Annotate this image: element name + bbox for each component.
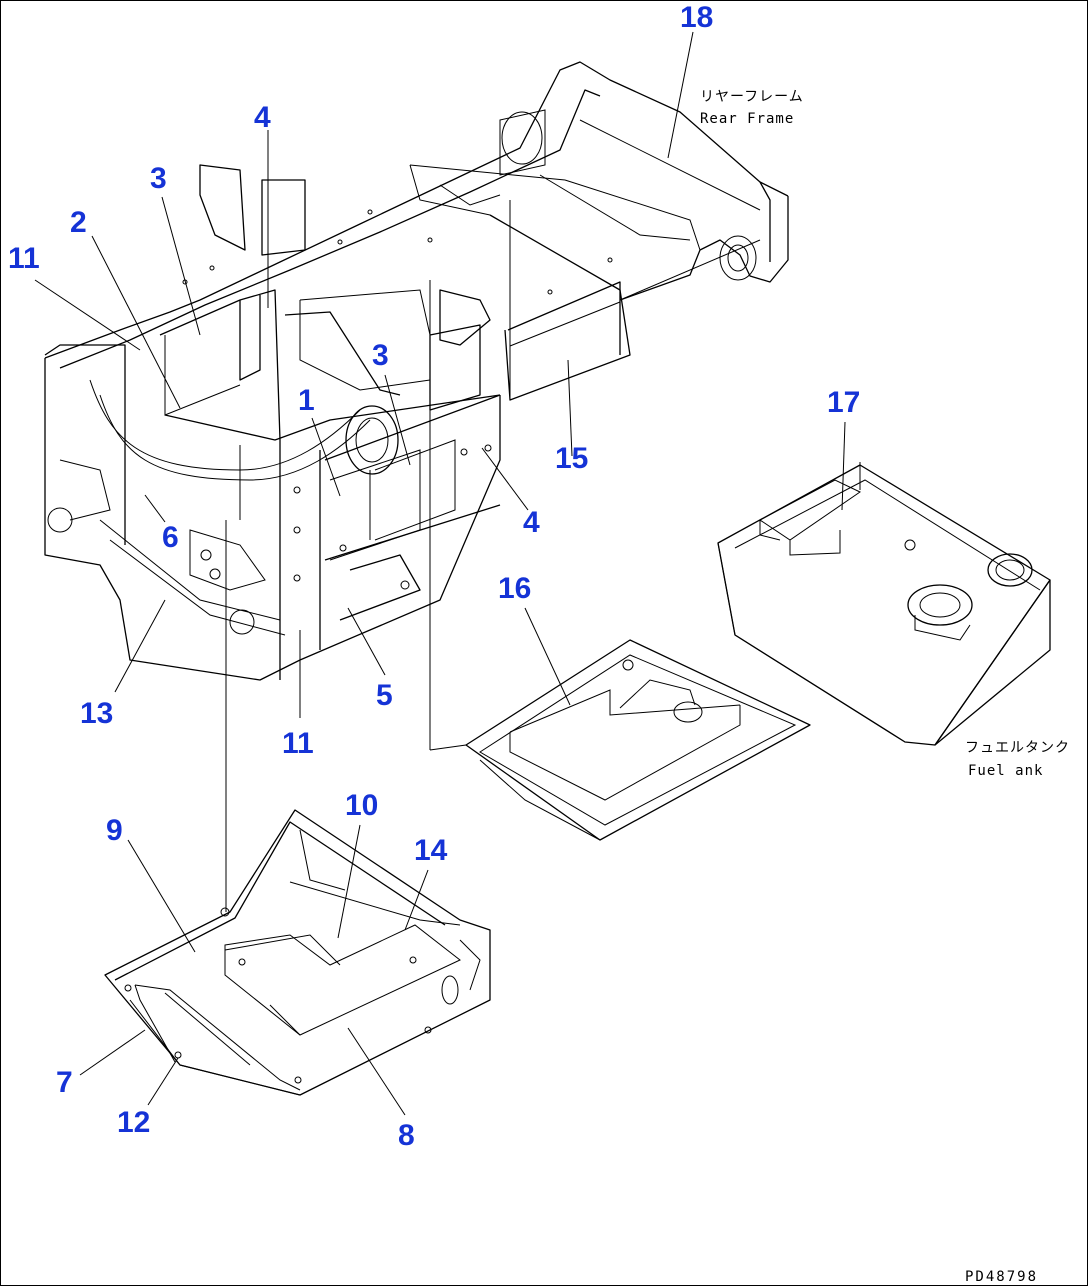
callout-2: 2: [70, 206, 87, 239]
callout-5: 5: [376, 679, 393, 712]
callout-3-left: 3: [150, 162, 167, 195]
callout-12: 12: [117, 1106, 150, 1139]
assembly-lines: [225, 200, 861, 912]
callout-18: 18: [680, 1, 713, 34]
callout-6: 6: [162, 521, 179, 554]
rear-frame-drawing: [44, 61, 789, 681]
callout-7: 7: [56, 1066, 73, 1099]
part-labels: リヤーフレーム Rear Frame フュエルタンク Fuel ank PD48…: [700, 89, 1070, 1285]
callout-15: 15: [555, 442, 588, 475]
fuel-tank-label-jp: フュエルタンク: [965, 740, 1070, 756]
callout-numbers: 18 4 3 2 11 3 1 15 17 4 6 16 5 13 11 10 …: [8, 1, 860, 1152]
cover-plate-16-drawing: [465, 639, 811, 841]
fuel-tank-label-en: Fuel ank: [968, 763, 1043, 779]
callout-3-center: 3: [372, 339, 389, 372]
rear-frame-label-jp: リヤーフレーム: [700, 89, 804, 105]
callout-13: 13: [80, 697, 113, 730]
fuel-tank-17-drawing: [717, 464, 1051, 746]
callout-4-right: 4: [523, 506, 540, 539]
callout-17: 17: [827, 386, 860, 419]
callout-leaders: [34, 31, 846, 1116]
drawing-code: PD48798: [965, 1269, 1038, 1285]
callout-11-left: 11: [8, 242, 40, 275]
callout-10: 10: [345, 789, 378, 822]
callout-16: 16: [498, 572, 531, 605]
callout-1: 1: [298, 384, 315, 417]
floor-pan-drawing: [104, 809, 491, 1096]
callout-8: 8: [398, 1119, 415, 1152]
callout-14: 14: [414, 834, 448, 867]
callout-11-bottom: 11: [282, 727, 314, 760]
rear-frame-label-en: Rear Frame: [700, 111, 794, 127]
callout-9: 9: [106, 814, 123, 847]
callout-4-top: 4: [254, 101, 271, 134]
